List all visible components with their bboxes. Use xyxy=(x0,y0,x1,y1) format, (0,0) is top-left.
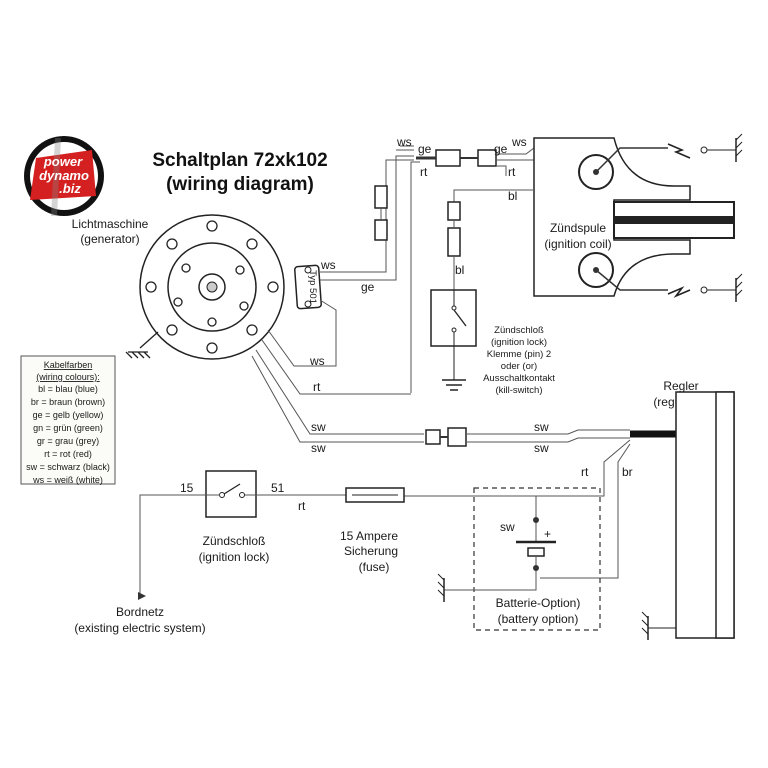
legend-subtitle: (wiring colours): xyxy=(36,372,100,382)
logo-red-band xyxy=(30,150,96,200)
wire-label-ws-gen: ws xyxy=(309,354,325,368)
top-connector xyxy=(396,145,535,176)
wire-label-ws-pickup: ws xyxy=(320,258,336,272)
ignition-coil-label: Zündspule xyxy=(550,221,606,235)
kill-switch-label-5: Ausschaltkontakt xyxy=(483,373,555,384)
fuse-label-1: 15 Ampere xyxy=(340,529,398,543)
legend-entry-ws: ws = weiß (white) xyxy=(32,475,103,485)
onboard-label-en: (existing electric system) xyxy=(74,621,205,635)
legend-title: Kabelfarben xyxy=(44,360,93,370)
wire-label-bl-coil: bl xyxy=(508,189,517,203)
wire-label-sw-gen-2: sw xyxy=(311,441,326,455)
wire-label-br-reg: br xyxy=(622,465,633,479)
wire-label-sw-gen-1: sw xyxy=(311,420,326,434)
legend-entry-bl: bl = blau (blue) xyxy=(38,384,98,394)
battery-plus-sign: + xyxy=(544,527,551,541)
legend-entry-sw: sw = schwarz (black) xyxy=(26,462,110,472)
battery-option xyxy=(437,487,601,631)
logo-text-biz: .biz xyxy=(59,181,81,196)
battery-plate-negative xyxy=(527,547,545,557)
pickup-label: Typ 501 xyxy=(307,270,318,304)
regulator-label: Regler xyxy=(663,379,698,393)
legend-entry-br: br = braun (brown) xyxy=(31,397,105,407)
wire-rt-regulator xyxy=(404,439,631,497)
legend-entry-gn: gn = grün (green) xyxy=(33,423,103,433)
generator-output-wires xyxy=(251,299,676,447)
legend-entry-rt: rt = rot (red) xyxy=(44,449,92,459)
main-wiring xyxy=(138,487,405,600)
kill-switch-wiring xyxy=(447,189,534,290)
logo-text-dynamo: dynamo xyxy=(39,168,89,183)
power-dynamo-logo: power dynamo .biz xyxy=(24,136,104,217)
kill-switch-label-6: (kill-switch) xyxy=(496,385,543,396)
kill-switch xyxy=(430,289,477,391)
ignition-coil xyxy=(533,137,735,297)
wire-label-ge-pickup: ge xyxy=(361,280,375,294)
wire-color-legend: Kabelfarben (wiring colours): bl = blau … xyxy=(20,355,116,485)
title-line-2: (wiring diagram) xyxy=(166,174,314,195)
wire-label-sw-reg-1: sw xyxy=(534,420,549,434)
ignition-lock-switch xyxy=(205,470,257,518)
battery-label-en: (battery option) xyxy=(498,612,579,626)
wire-label-ws-top-right: ws xyxy=(511,135,527,149)
fuse-label-2: Sicherung xyxy=(344,544,398,558)
wire-label-rt-top-left: rt xyxy=(420,165,428,179)
legend-entry-gr: gr = grau (grey) xyxy=(37,436,99,446)
kill-switch-label-4: oder (or) xyxy=(501,361,537,372)
battery-label: Batterie-Option) xyxy=(496,596,581,610)
logo-text-power: power xyxy=(43,154,83,169)
generator-label-en: (generator) xyxy=(80,232,139,246)
battery-wire-label: sw xyxy=(500,520,515,534)
wire-label-sw-reg-2: sw xyxy=(534,441,549,455)
generator-label: Lichtmaschine xyxy=(72,217,149,231)
wire-label-rt-fuse: rt xyxy=(298,499,306,513)
spark-plug-top-icon xyxy=(667,133,743,162)
ignition-coil-label-en: (ignition coil) xyxy=(544,237,611,251)
wire-br-regulator xyxy=(540,443,631,579)
kill-switch-label-3: Klemme (pin) 2 xyxy=(487,349,551,360)
wire-label-ws-top-left: ws xyxy=(396,135,412,149)
kill-switch-label-1: Zündschloß xyxy=(494,325,544,336)
ignition-lock-pin-15: 15 xyxy=(180,481,194,495)
kill-switch-label-2: (ignition lock) xyxy=(491,337,547,348)
ignition-lock-label: Zündschloß xyxy=(203,534,266,548)
wire-label-rt-gen: rt xyxy=(313,380,321,394)
generator xyxy=(125,214,285,360)
ignition-lock-pin-51: 51 xyxy=(271,481,285,495)
pickup-wires xyxy=(320,155,420,393)
wire-label-rt-top-right: rt xyxy=(508,165,516,179)
wire-label-ge-top-right: ge xyxy=(494,142,508,156)
wire-label-rt-reg: rt xyxy=(581,465,589,479)
regulator xyxy=(641,391,735,640)
title-line-1: Schaltplan 72xk102 xyxy=(152,150,327,171)
wire-label-ge-top-left: ge xyxy=(418,142,432,156)
fuse-label-3: (fuse) xyxy=(359,560,390,574)
spark-plug-bottom-icon xyxy=(667,273,743,302)
ignition-lock-label-en: (ignition lock) xyxy=(199,550,270,564)
wire-label-bl-switch: bl xyxy=(455,263,464,277)
onboard-label: Bordnetz xyxy=(116,605,164,619)
generator-ground-icon xyxy=(125,331,159,359)
pickup-sensor: Typ 501 xyxy=(294,264,322,310)
legend-entry-ge: ge = gelb (yellow) xyxy=(33,410,104,420)
generator-bolt-holes xyxy=(145,220,279,354)
